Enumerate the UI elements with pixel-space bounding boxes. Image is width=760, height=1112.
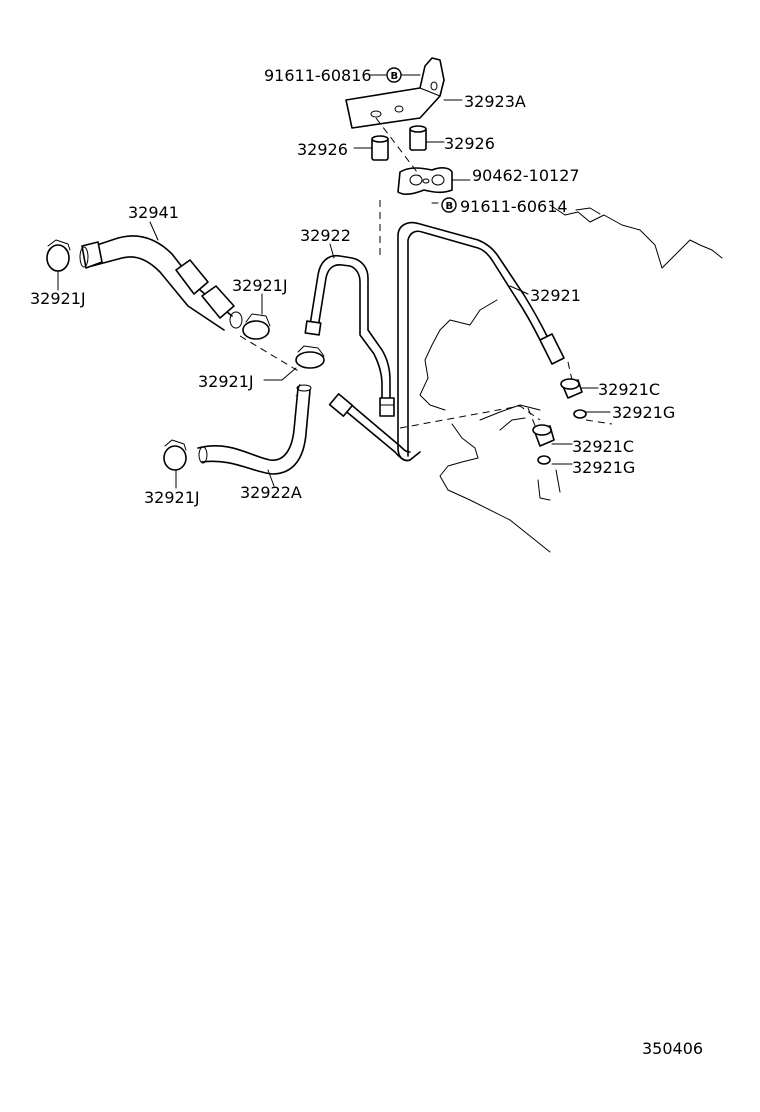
label-32926-left: 32926 (297, 140, 348, 159)
bracket-32923a[interactable] (345, 57, 445, 129)
svg-text:B: B (446, 201, 454, 212)
label-32921g-lower: 32921G (572, 458, 635, 477)
bolt-91611-60614-symbol: B (441, 197, 457, 213)
diagram-number: 350406 (642, 1039, 703, 1058)
label-32921j-top-left: 32921J (30, 289, 86, 308)
label-32922a: 32922A (240, 483, 302, 502)
hose-32941[interactable] (79, 235, 243, 331)
spacer-32926-right[interactable] (409, 125, 427, 151)
gasket-32921g-lower[interactable] (537, 455, 551, 465)
label-32941: 32941 (128, 203, 179, 222)
label-32921: 32921 (530, 286, 581, 305)
label-32926-right: 32926 (444, 134, 495, 153)
label-32921c-upper: 32921C (598, 380, 660, 399)
pipe-32921[interactable] (397, 221, 565, 462)
label-90462-10127: 90462-10127 (472, 166, 580, 185)
bolt-91611-60816-symbol: B (369, 67, 421, 83)
label-91611-60614: 91611-60614 (460, 197, 568, 216)
clip-32921j-mid-lower[interactable] (281, 345, 325, 381)
gasket-32921g-upper[interactable] (573, 409, 587, 419)
leader-lines (149, 99, 611, 487)
pipe-32922[interactable] (304, 254, 395, 417)
clamp-90462-10127[interactable] (397, 167, 453, 195)
label-32921c-lower: 32921C (572, 437, 634, 456)
spacer-32926-left[interactable] (371, 135, 389, 161)
pipe-lower-loop (328, 393, 421, 462)
clip-32921j-mid-upper[interactable] (242, 313, 271, 340)
label-32921j-bottom-left: 32921J (144, 488, 200, 507)
label-32923a: 32923A (464, 92, 526, 111)
clip-32921j-bottom-left[interactable] (163, 439, 187, 489)
hose-32922a[interactable] (197, 384, 312, 475)
label-91611-60816: 91611-60816 (264, 66, 372, 85)
label-32922: 32922 (300, 226, 351, 245)
union-32921c-upper[interactable] (560, 378, 583, 399)
transmission-case-outline (419, 204, 723, 553)
union-32921c-lower[interactable] (532, 424, 555, 447)
label-32921j-top-right: 32921J (232, 276, 288, 295)
clip-32921j-top-left[interactable] (46, 239, 71, 291)
svg-text:B: B (391, 71, 399, 82)
label-32921g-upper: 32921G (612, 403, 675, 422)
label-32921j-mid: 32921J (198, 372, 254, 391)
